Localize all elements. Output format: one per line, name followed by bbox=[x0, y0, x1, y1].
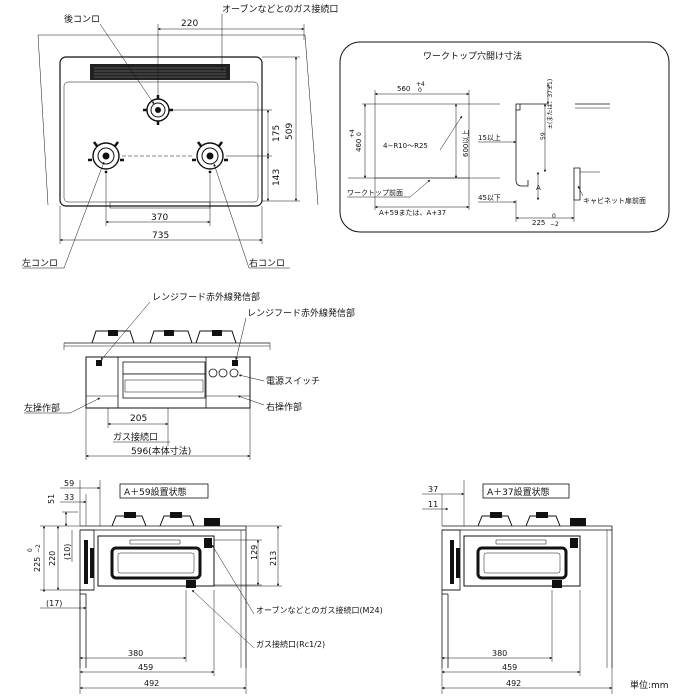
right-burner bbox=[192, 141, 228, 173]
dim-220-side: 220 bbox=[48, 551, 57, 566]
dim-459-side-37: 459 bbox=[502, 663, 517, 672]
radius-label: 4−R10〜R25 bbox=[383, 142, 428, 150]
grill-vent bbox=[90, 64, 230, 80]
state-label-59: A＋59設置状態 bbox=[124, 486, 187, 498]
gas-connection-label: ガス接続口 bbox=[113, 431, 158, 443]
ir-emitter-label-2: レンジフード赤外線発信部 bbox=[247, 307, 355, 319]
dim-11-side: 11 bbox=[428, 500, 438, 509]
rear-burner bbox=[143, 95, 173, 125]
d225-value: 225 bbox=[532, 219, 545, 227]
rear-burner-label: 後コンロ bbox=[64, 13, 100, 25]
dim-220: 220 bbox=[181, 19, 198, 29]
top-view: 220 後コンロ オーブンなどとのガス接続口 509 175 143 370 7… bbox=[22, 3, 338, 269]
dim-492-side-37: 492 bbox=[506, 679, 521, 688]
svg-text:+4: +4 bbox=[416, 81, 425, 88]
svg-text:0: 0 bbox=[27, 548, 34, 552]
dim-492-side: 492 bbox=[144, 679, 159, 688]
svg-text:+4: +4 bbox=[349, 129, 356, 138]
knob-1 bbox=[208, 368, 218, 378]
d45-label: 45以下 bbox=[478, 194, 501, 202]
oven-gas-connection-label: オーブンなどとのガス接続口 bbox=[222, 3, 338, 15]
right-control-label: 右操作部 bbox=[266, 401, 302, 413]
h460-value: 460 bbox=[355, 139, 363, 152]
knob-2 bbox=[218, 368, 228, 378]
state-label-37: A＋37設置状態 bbox=[487, 486, 550, 498]
dim-509: 509 bbox=[285, 123, 295, 140]
svg-text:0: 0 bbox=[418, 87, 422, 94]
svg-text:0: 0 bbox=[356, 132, 363, 136]
dim-213-side: 213 bbox=[269, 551, 278, 566]
dim-735: 735 bbox=[152, 231, 169, 241]
svg-text:0: 0 bbox=[552, 213, 556, 220]
dim-459-side: 459 bbox=[138, 663, 153, 672]
cutout-panel: ワークトップ穴開け寸法 560 +4 0 460 +4 0 4−R10〜R25 … bbox=[339, 41, 670, 233]
ir-emitter-label-1: レンジフード赤外線発信部 bbox=[152, 291, 260, 303]
dim-59-side: 59 bbox=[64, 479, 74, 488]
svg-text:−2: −2 bbox=[35, 544, 42, 553]
power-switch bbox=[229, 368, 239, 378]
left-burner bbox=[88, 141, 124, 173]
cutout-box bbox=[339, 41, 670, 233]
ir-emitter-left bbox=[96, 360, 102, 366]
dim-225-side: 225 bbox=[33, 557, 42, 572]
dim-17-side: (17) bbox=[46, 599, 62, 608]
d59-value: 59 bbox=[540, 132, 547, 140]
oven-gas-m24-label: オーブンなどとのガス接続口(M24) bbox=[256, 605, 383, 615]
svg-text:−2: −2 bbox=[550, 221, 559, 228]
cutout-title: ワークトップ穴開け寸法 bbox=[423, 50, 522, 62]
dim-596: 596(本体寸法) bbox=[131, 445, 191, 457]
side-view-37: A＋37設置状態 37 11 bbox=[422, 480, 613, 694]
cabinet-front-label: キャビネット扉前面 bbox=[583, 196, 646, 205]
side-view-59: A＋59設置状態 bbox=[27, 479, 383, 694]
a-note-label: A+59または、A+37 bbox=[379, 209, 446, 217]
dim-129-side: 129 bbox=[250, 545, 259, 560]
dim-33-side: 33 bbox=[64, 493, 74, 502]
dim-143: 143 bbox=[272, 169, 282, 186]
unit-label: 単位:mm bbox=[630, 679, 669, 691]
a-label: A bbox=[536, 184, 541, 192]
svg-text:±(または、37±1): ±(または、37±1) bbox=[547, 79, 554, 129]
left-burner-label: 左コンロ bbox=[22, 257, 58, 269]
w560-value: 560 bbox=[397, 85, 410, 93]
dim-10-side: (10) bbox=[63, 544, 72, 560]
dim-380-side-37: 380 bbox=[492, 649, 507, 658]
dim-380-side: 380 bbox=[128, 649, 143, 658]
dim-51-side: 51 bbox=[47, 494, 56, 504]
ir-emitter-right bbox=[232, 360, 238, 366]
power-switch-label: 電源スイッチ bbox=[266, 376, 320, 387]
dim-37-side: 37 bbox=[428, 485, 438, 494]
dim-175: 175 bbox=[272, 125, 282, 142]
dim-370: 370 bbox=[151, 213, 168, 223]
left-control-label: 左操作部 bbox=[24, 402, 60, 414]
h600-value: 600以上 bbox=[461, 130, 470, 157]
front-view: レンジフード赤外線発信部 レンジフード赤外線発信部 電源スイッチ 左操作部 右操… bbox=[24, 291, 355, 460]
d15-label: 15以上 bbox=[478, 133, 501, 142]
dim-205: 205 bbox=[130, 414, 147, 424]
right-burner-label: 右コンロ bbox=[249, 257, 285, 269]
gas-rc-label: ガス接続口(Rc1/2) bbox=[256, 639, 325, 649]
